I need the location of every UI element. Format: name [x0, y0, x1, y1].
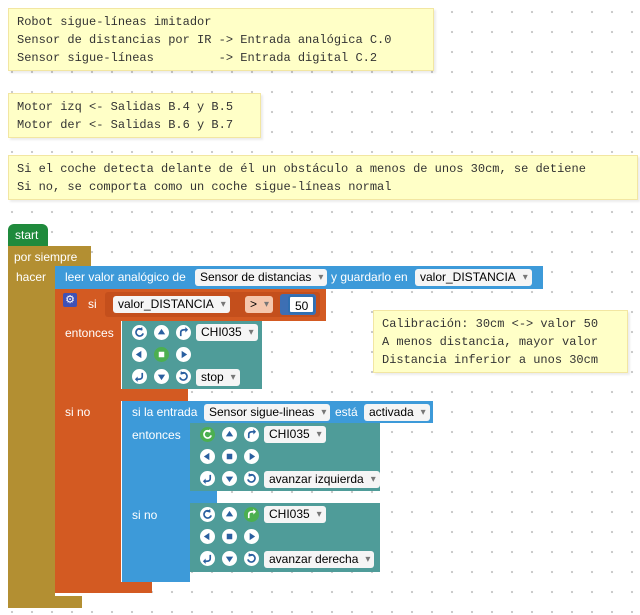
comment-note-calibration[interactable]: Calibración: 30cm <-> valor 50 A menos d… — [373, 310, 628, 373]
comment-note-motors[interactable]: Motor izq <- Salidas B.4 y B.5 Motor der… — [8, 93, 261, 138]
comparison-block[interactable]: valor_DISTANCIA > 50 — [105, 292, 320, 317]
rotate-left-icon[interactable] — [132, 325, 147, 340]
digital-if-block[interactable]: si la entrada Sensor sigue-lineas está a… — [122, 401, 433, 423]
if-label: si — [88, 297, 97, 311]
digital-if-footer — [122, 572, 150, 582]
threshold-number-input[interactable]: 50 — [288, 295, 316, 314]
arrow-down-icon[interactable] — [154, 369, 169, 384]
rotate-left-icon[interactable] — [200, 427, 215, 442]
rotate-right-icon[interactable] — [244, 471, 259, 486]
if-block-spine: entonces si no — [55, 321, 121, 593]
turn-back-left-icon[interactable] — [200, 551, 215, 566]
digital-then-label: entonces — [132, 428, 181, 442]
arrow-up-icon[interactable] — [154, 325, 169, 340]
gear-icon[interactable]: ⚙ — [63, 293, 77, 307]
do-label: hacer — [16, 270, 47, 284]
forever-loop-footer — [8, 596, 82, 608]
turn-back-left-icon[interactable] — [200, 471, 215, 486]
motor-block-stop[interactable]: CHI035 stop — [122, 321, 262, 389]
store-variable-dropdown[interactable]: valor_DISTANCIA — [415, 269, 532, 286]
motor-id-dropdown-left[interactable]: CHI035 — [264, 426, 326, 443]
arrow-left-icon[interactable] — [200, 529, 215, 544]
arrow-right-icon[interactable] — [176, 347, 191, 362]
digital-if-divider — [122, 491, 217, 503]
start-block[interactable]: start — [8, 224, 48, 246]
arrow-left-icon[interactable] — [200, 449, 215, 464]
comment-note-header[interactable]: Robot sigue-líneas imitador Sensor de di… — [8, 8, 434, 71]
digital-state-dropdown[interactable]: activada — [364, 404, 430, 421]
action-dropdown-left[interactable]: avanzar izquierda — [264, 471, 380, 488]
stop-icon[interactable] — [222, 529, 237, 544]
motor-block-left[interactable]: CHI035 avanzar izquierda — [190, 423, 380, 491]
forever-loop-body[interactable]: hacer — [8, 266, 55, 602]
forever-label: por siempre — [14, 250, 78, 264]
if-block-footer — [55, 582, 152, 593]
is-label: está — [335, 405, 358, 419]
arrow-down-icon[interactable] — [222, 471, 237, 486]
motor-block-right[interactable]: CHI035 avanzar derecha — [190, 503, 380, 572]
turn-right-icon[interactable] — [244, 507, 259, 522]
stop-icon[interactable] — [154, 347, 169, 362]
read-analog-block[interactable]: leer valor analógico de Sensor de distan… — [55, 266, 543, 289]
arrow-down-icon[interactable] — [222, 551, 237, 566]
stop-icon[interactable] — [222, 449, 237, 464]
read-analog-label: leer valor analógico de — [65, 270, 186, 284]
arrow-right-icon[interactable] — [244, 529, 259, 544]
digital-if-label: si la entrada — [132, 405, 198, 419]
action-dropdown-right[interactable]: avanzar derecha — [264, 551, 375, 568]
digital-else-label: si no — [132, 508, 158, 522]
arrow-left-icon[interactable] — [132, 347, 147, 362]
rotate-right-icon[interactable] — [176, 369, 191, 384]
motor-id-dropdown-right[interactable]: CHI035 — [264, 506, 326, 523]
store-in-label: y guardarlo en — [331, 270, 408, 284]
forever-loop-header[interactable]: por siempre — [8, 246, 91, 268]
arrow-up-icon[interactable] — [222, 507, 237, 522]
comment-note-behaviour[interactable]: Si el coche detecta delante de él un obs… — [8, 155, 638, 200]
if-block-divider — [55, 389, 188, 401]
if-else-block[interactable]: ⚙ si valor_DISTANCIA > 50 — [55, 289, 326, 321]
arrow-up-icon[interactable] — [222, 427, 237, 442]
distance-sensor-dropdown[interactable]: Sensor de distancias — [195, 269, 328, 286]
condition-variable-dropdown[interactable]: valor_DISTANCIA — [113, 296, 230, 313]
turn-back-left-icon[interactable] — [132, 369, 147, 384]
number-block[interactable]: 50 — [280, 294, 316, 315]
turn-right-icon[interactable] — [176, 325, 191, 340]
arrow-right-icon[interactable] — [244, 449, 259, 464]
comparison-operator-dropdown[interactable]: > — [245, 296, 274, 313]
line-sensor-dropdown[interactable]: Sensor sigue-lineas — [204, 404, 331, 421]
start-label: start — [15, 228, 39, 242]
rotate-right-icon[interactable] — [244, 551, 259, 566]
turn-right-icon[interactable] — [244, 427, 259, 442]
action-dropdown-stop[interactable]: stop — [196, 369, 240, 386]
rotate-left-icon[interactable] — [200, 507, 215, 522]
else-label: si no — [65, 405, 91, 419]
motor-id-dropdown-stop[interactable]: CHI035 — [196, 324, 258, 341]
then-label: entonces — [65, 326, 114, 340]
